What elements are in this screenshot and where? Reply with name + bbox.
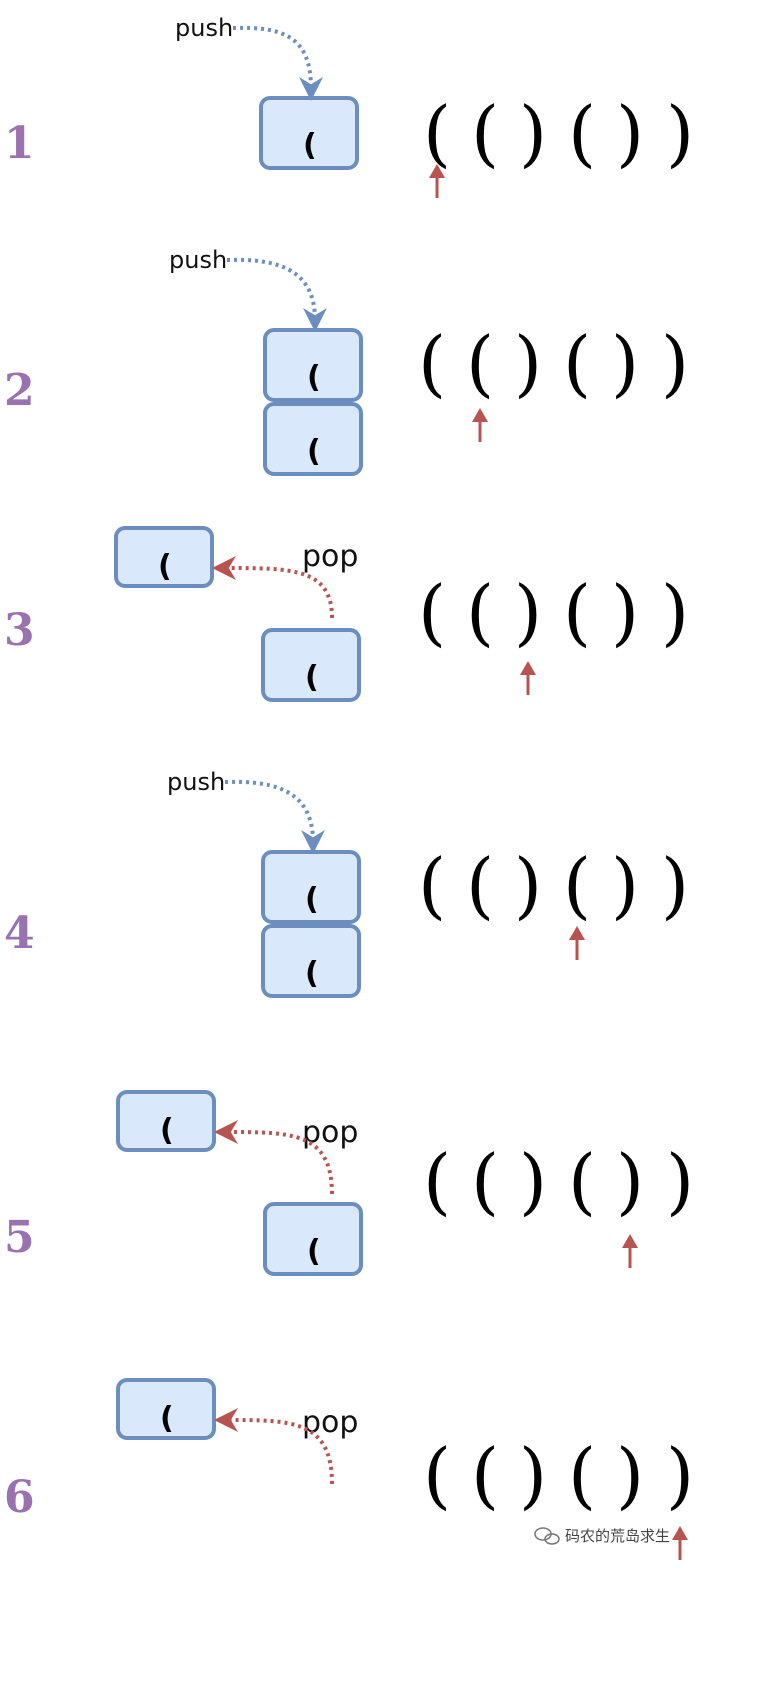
sequence-char: ( — [423, 1139, 451, 1223]
operation-label: pop — [302, 539, 358, 574]
sequence-char: ) — [519, 1139, 547, 1223]
sequence-char: ) — [666, 1139, 694, 1223]
sequence-char: ( — [418, 843, 446, 927]
sequence-char: ( — [466, 570, 494, 654]
step-number: 2 — [4, 365, 35, 416]
sequence-char: ( — [563, 843, 591, 927]
sequence-char: ( — [423, 91, 451, 175]
step-number: 3 — [4, 605, 35, 656]
push-arrow — [224, 779, 325, 854]
pointer-arrow-head — [472, 408, 488, 422]
watermark: 码农的荒岛求生 — [534, 1527, 670, 1545]
popped-box-char: ( — [158, 549, 172, 584]
sequence-char: ( — [471, 91, 499, 175]
step-number: 5 — [4, 1212, 35, 1263]
stack-box-char: ( — [305, 956, 319, 991]
push-arrow — [232, 25, 323, 101]
sequence-char: ( — [568, 1433, 596, 1517]
step-number: 1 — [4, 118, 35, 169]
sequence-char: ( — [418, 570, 446, 654]
sequence-char: ) — [611, 321, 639, 405]
sequence-char: ) — [519, 91, 547, 175]
stack-box-char: ( — [305, 882, 319, 917]
sequence-char: ) — [661, 321, 689, 405]
operation-label: pop — [302, 1405, 358, 1440]
sequence-char: ) — [661, 570, 689, 654]
sequence-char: ( — [423, 1433, 451, 1517]
sequence-char: ( — [563, 321, 591, 405]
step-number: 6 — [4, 1472, 35, 1523]
sequence-char: ( — [471, 1139, 499, 1223]
sequence-char: ) — [611, 570, 639, 654]
wechat-icon-bubble — [544, 1533, 560, 1545]
popped-box-char: ( — [160, 1401, 174, 1436]
pointer-arrow-head — [429, 164, 445, 178]
sequence-char: ( — [418, 321, 446, 405]
sequence-char: ) — [666, 1433, 694, 1517]
push-arrow — [226, 257, 327, 332]
pointer-arrow-head — [672, 1526, 688, 1540]
sequence-char: ( — [568, 91, 596, 175]
sequence-char: ) — [519, 1433, 547, 1517]
operation-label: push — [175, 14, 233, 42]
sequence-char: ( — [471, 1433, 499, 1517]
stack-box-char: ( — [305, 660, 319, 695]
sequence-char: ) — [514, 570, 542, 654]
sequence-char: ) — [514, 321, 542, 405]
sequence-char: ) — [616, 1139, 644, 1223]
step-3: 3(()())((pop — [4, 526, 689, 702]
popped-box-char: ( — [160, 1113, 174, 1148]
pop-arrow — [214, 1120, 334, 1195]
popped-box — [116, 1090, 216, 1152]
sequence-char: ) — [661, 843, 689, 927]
step-6: 6(()())(pop — [4, 1378, 694, 1560]
pointer-arrow-head — [622, 1234, 638, 1248]
stack-box-char: ( — [303, 128, 317, 163]
stack-box — [263, 402, 363, 476]
pointer-arrow-head — [520, 661, 536, 675]
sequence-char: ) — [611, 843, 639, 927]
sequence-char: ) — [666, 91, 694, 175]
step-number: 4 — [4, 908, 35, 959]
popped-box — [116, 1378, 216, 1440]
step-1: 1(()())(push — [4, 14, 694, 198]
sequence-char: ( — [568, 1139, 596, 1223]
stack-box-char: ( — [307, 434, 321, 469]
operation-label: push — [167, 768, 225, 796]
step-2: 2(()())((push — [4, 246, 689, 476]
stack-box — [261, 628, 361, 702]
stack-box-char: ( — [307, 1234, 321, 1269]
sequence-char: ) — [514, 843, 542, 927]
stack-box — [263, 1202, 363, 1276]
sequence-char: ( — [563, 570, 591, 654]
operation-label: push — [169, 246, 227, 274]
watermark-text: 码农的荒岛求生 — [565, 1527, 670, 1545]
stack-box — [261, 924, 361, 998]
step-5: 5(()())((pop — [4, 1090, 694, 1276]
sequence-char: ) — [616, 91, 644, 175]
pointer-arrow-head — [569, 926, 585, 940]
step-4: 4(()())((push — [4, 768, 689, 998]
popped-box — [114, 526, 214, 588]
sequence-char: ) — [616, 1433, 644, 1517]
stack-box-char: ( — [307, 360, 321, 395]
sequence-char: ( — [466, 843, 494, 927]
pop-arrow — [212, 556, 334, 619]
sequence-char: ( — [466, 321, 494, 405]
